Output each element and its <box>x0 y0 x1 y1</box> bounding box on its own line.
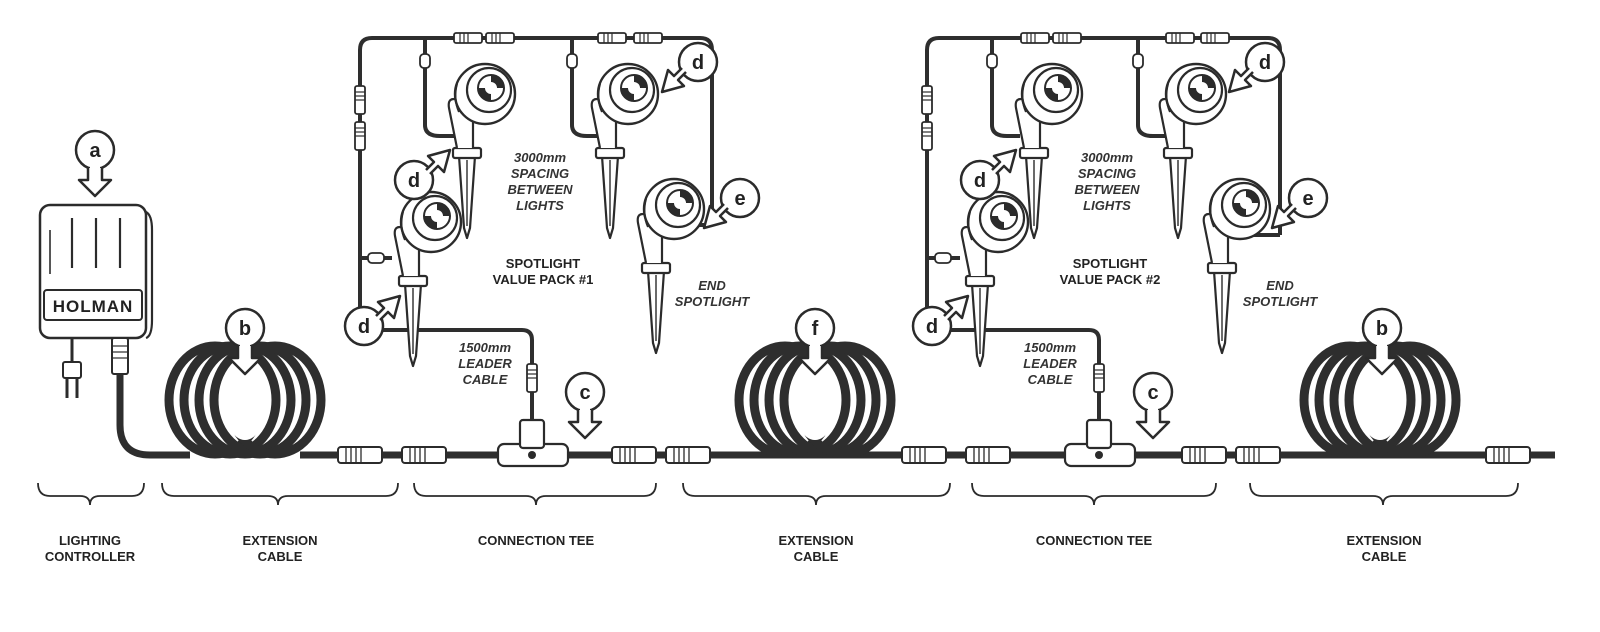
section-braces <box>37 482 1519 506</box>
callout-a: a <box>74 129 116 198</box>
leader-label: CABLE <box>1028 372 1073 387</box>
pack-1-labels: 3000mm SPACING BETWEEN LIGHTS SPOTLIGHT … <box>458 150 750 387</box>
svg-text:d: d <box>1259 52 1271 74</box>
spacing-label: 3000mm <box>1081 150 1133 165</box>
section-label-extension: CABLE <box>1362 549 1407 564</box>
svg-text:c: c <box>579 382 590 404</box>
connection-tee-1 <box>496 418 570 468</box>
pack-2-connectors <box>921 32 1230 393</box>
svg-text:b: b <box>239 318 251 340</box>
section-labels: LIGHTING CONTROLLER EXTENSION CABLE CONN… <box>45 533 1422 564</box>
section-label-extension: CABLE <box>258 549 303 564</box>
pack-title: SPOTLIGHT <box>506 256 580 271</box>
leader-label: 1500mm <box>1024 340 1076 355</box>
pack-title: SPOTLIGHT <box>1073 256 1147 271</box>
svg-text:d: d <box>358 316 370 338</box>
callout-c-1: c <box>564 371 606 440</box>
end-spotlight-label: END <box>698 278 726 293</box>
svg-text:d: d <box>926 316 938 338</box>
svg-text:c: c <box>1147 382 1158 404</box>
spotlight-pack2-c <box>960 190 1030 368</box>
callout-f: f <box>794 307 836 376</box>
spotlight-pack2-end <box>1202 177 1272 355</box>
svg-text:a: a <box>89 140 101 162</box>
section-label-extension: EXTENSION <box>1346 533 1421 548</box>
callout-b-1: b <box>224 307 266 376</box>
callout-d-pack2-mid: d <box>959 148 1018 201</box>
pack-title: VALUE PACK #2 <box>1060 272 1161 287</box>
lighting-controller: HOLMAN <box>38 203 154 398</box>
spotlight-pack1-end <box>636 177 706 355</box>
leader-label: LEADER <box>1023 356 1077 371</box>
svg-text:e: e <box>1302 188 1313 210</box>
spacing-label: BETWEEN <box>1075 182 1141 197</box>
svg-text:f: f <box>812 318 819 340</box>
spotlight-pack1-c <box>393 190 463 368</box>
pack-2-labels: 3000mm SPACING BETWEEN LIGHTS SPOTLIGHT … <box>1023 150 1318 387</box>
section-label-tee: CONNECTION TEE <box>478 533 595 548</box>
callout-c-2: c <box>1132 371 1174 440</box>
leader-label: CABLE <box>463 372 508 387</box>
callout-d-pack1-mid: d <box>393 148 452 201</box>
spacing-label: SPACING <box>511 166 569 181</box>
callout-b-2: b <box>1361 307 1403 376</box>
section-label-controller: LIGHTING <box>59 533 121 548</box>
end-spotlight-label: SPOTLIGHT <box>675 294 750 309</box>
callout-e-pack2: e <box>1270 177 1329 230</box>
pack-title: VALUE PACK #1 <box>493 272 594 287</box>
spacing-label: LIGHTS <box>516 198 564 213</box>
callout-d-pack1-bottom: d <box>343 294 402 347</box>
svg-text:d: d <box>692 52 704 74</box>
callout-d-pack2-top-right: d <box>1227 41 1286 94</box>
svg-text:d: d <box>408 170 420 192</box>
pack-2-wiring <box>925 36 1282 420</box>
callout-d-pack2-bottom: d <box>911 294 970 347</box>
spacing-label: LIGHTS <box>1083 198 1131 213</box>
section-label-tee: CONNECTION TEE <box>1036 533 1153 548</box>
spacing-label: SPACING <box>1078 166 1136 181</box>
spacing-label: 3000mm <box>514 150 566 165</box>
connection-tee-2 <box>1063 418 1137 468</box>
end-spotlight-label: SPOTLIGHT <box>1243 294 1318 309</box>
svg-text:b: b <box>1376 318 1388 340</box>
pack-1-connectors <box>354 32 663 393</box>
leader-label: LEADER <box>458 356 512 371</box>
section-label-extension: EXTENSION <box>778 533 853 548</box>
svg-text:d: d <box>974 170 986 192</box>
svg-text:e: e <box>734 188 745 210</box>
brand-logo: HOLMAN <box>53 297 134 316</box>
leader-label: 1500mm <box>459 340 511 355</box>
end-spotlight-label: END <box>1266 278 1294 293</box>
section-label-extension: EXTENSION <box>242 533 317 548</box>
callout-d-pack1-top-right: d <box>660 41 719 94</box>
spacing-label: BETWEEN <box>508 182 574 197</box>
section-label-extension: CABLE <box>794 549 839 564</box>
section-label-controller: CONTROLLER <box>45 549 136 564</box>
callout-e-pack1: e <box>702 177 761 230</box>
